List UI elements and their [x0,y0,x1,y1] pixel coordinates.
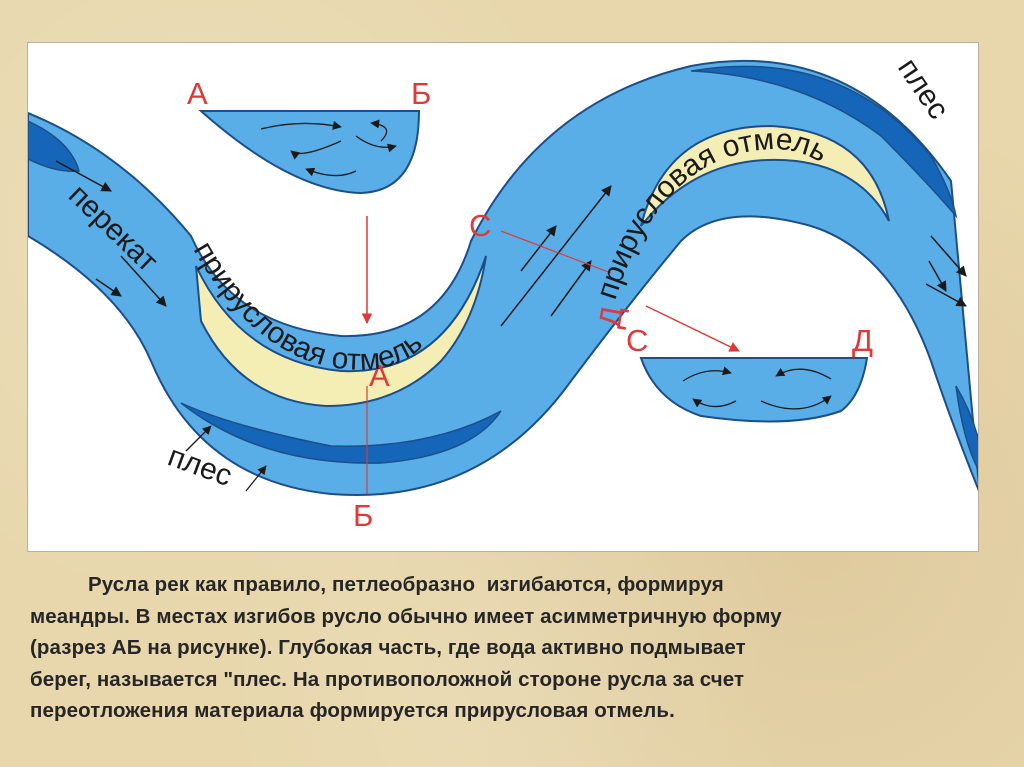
shoal-left [195,255,487,408]
meander-diagram: А Б А Б С Д С Д перекат плес плес прирус… [27,42,979,552]
cross-section-ab-flow [260,119,397,177]
label-d-right: Д [852,323,873,358]
caption-line: (разрез АБ на рисунке). Глубокая часть, … [30,636,746,659]
deep-pool-right [955,385,978,471]
deep-pool-left [28,120,80,172]
shoal-right [640,124,890,227]
label-a-top: А [187,76,208,111]
label-b-bottom: Б [353,498,373,533]
deep-pool-top [690,65,958,219]
caption-text: Русла рек как правило, петлеобразно изги… [30,569,980,727]
label-b-top: Б [411,76,431,111]
caption-line: меандры. В местах изгибов русло обычно и… [30,604,782,628]
meander-svg: А Б А Б С Д С Д перекат плес плес прирус… [28,52,978,533]
label-c-right: С [626,323,648,358]
label-a-mid: А [369,358,390,393]
river-channel [28,59,978,496]
ples-pointer-arrows [185,425,267,492]
deep-pool-bottom [180,402,502,464]
caption-line: берег, называется "плес. На противополож… [30,667,745,691]
label-ples-top: плес [891,52,955,125]
cross-section-cd-flow [682,366,832,410]
flow-arrows [55,160,967,327]
caption-line: переотложения материала формируется прир… [30,699,675,722]
label-c-mid: С [469,208,491,243]
section-markers [361,216,740,494]
cross-section-cd [639,357,869,423]
caption-line: Русла рек как правило, петлеобразно изги… [30,573,724,596]
